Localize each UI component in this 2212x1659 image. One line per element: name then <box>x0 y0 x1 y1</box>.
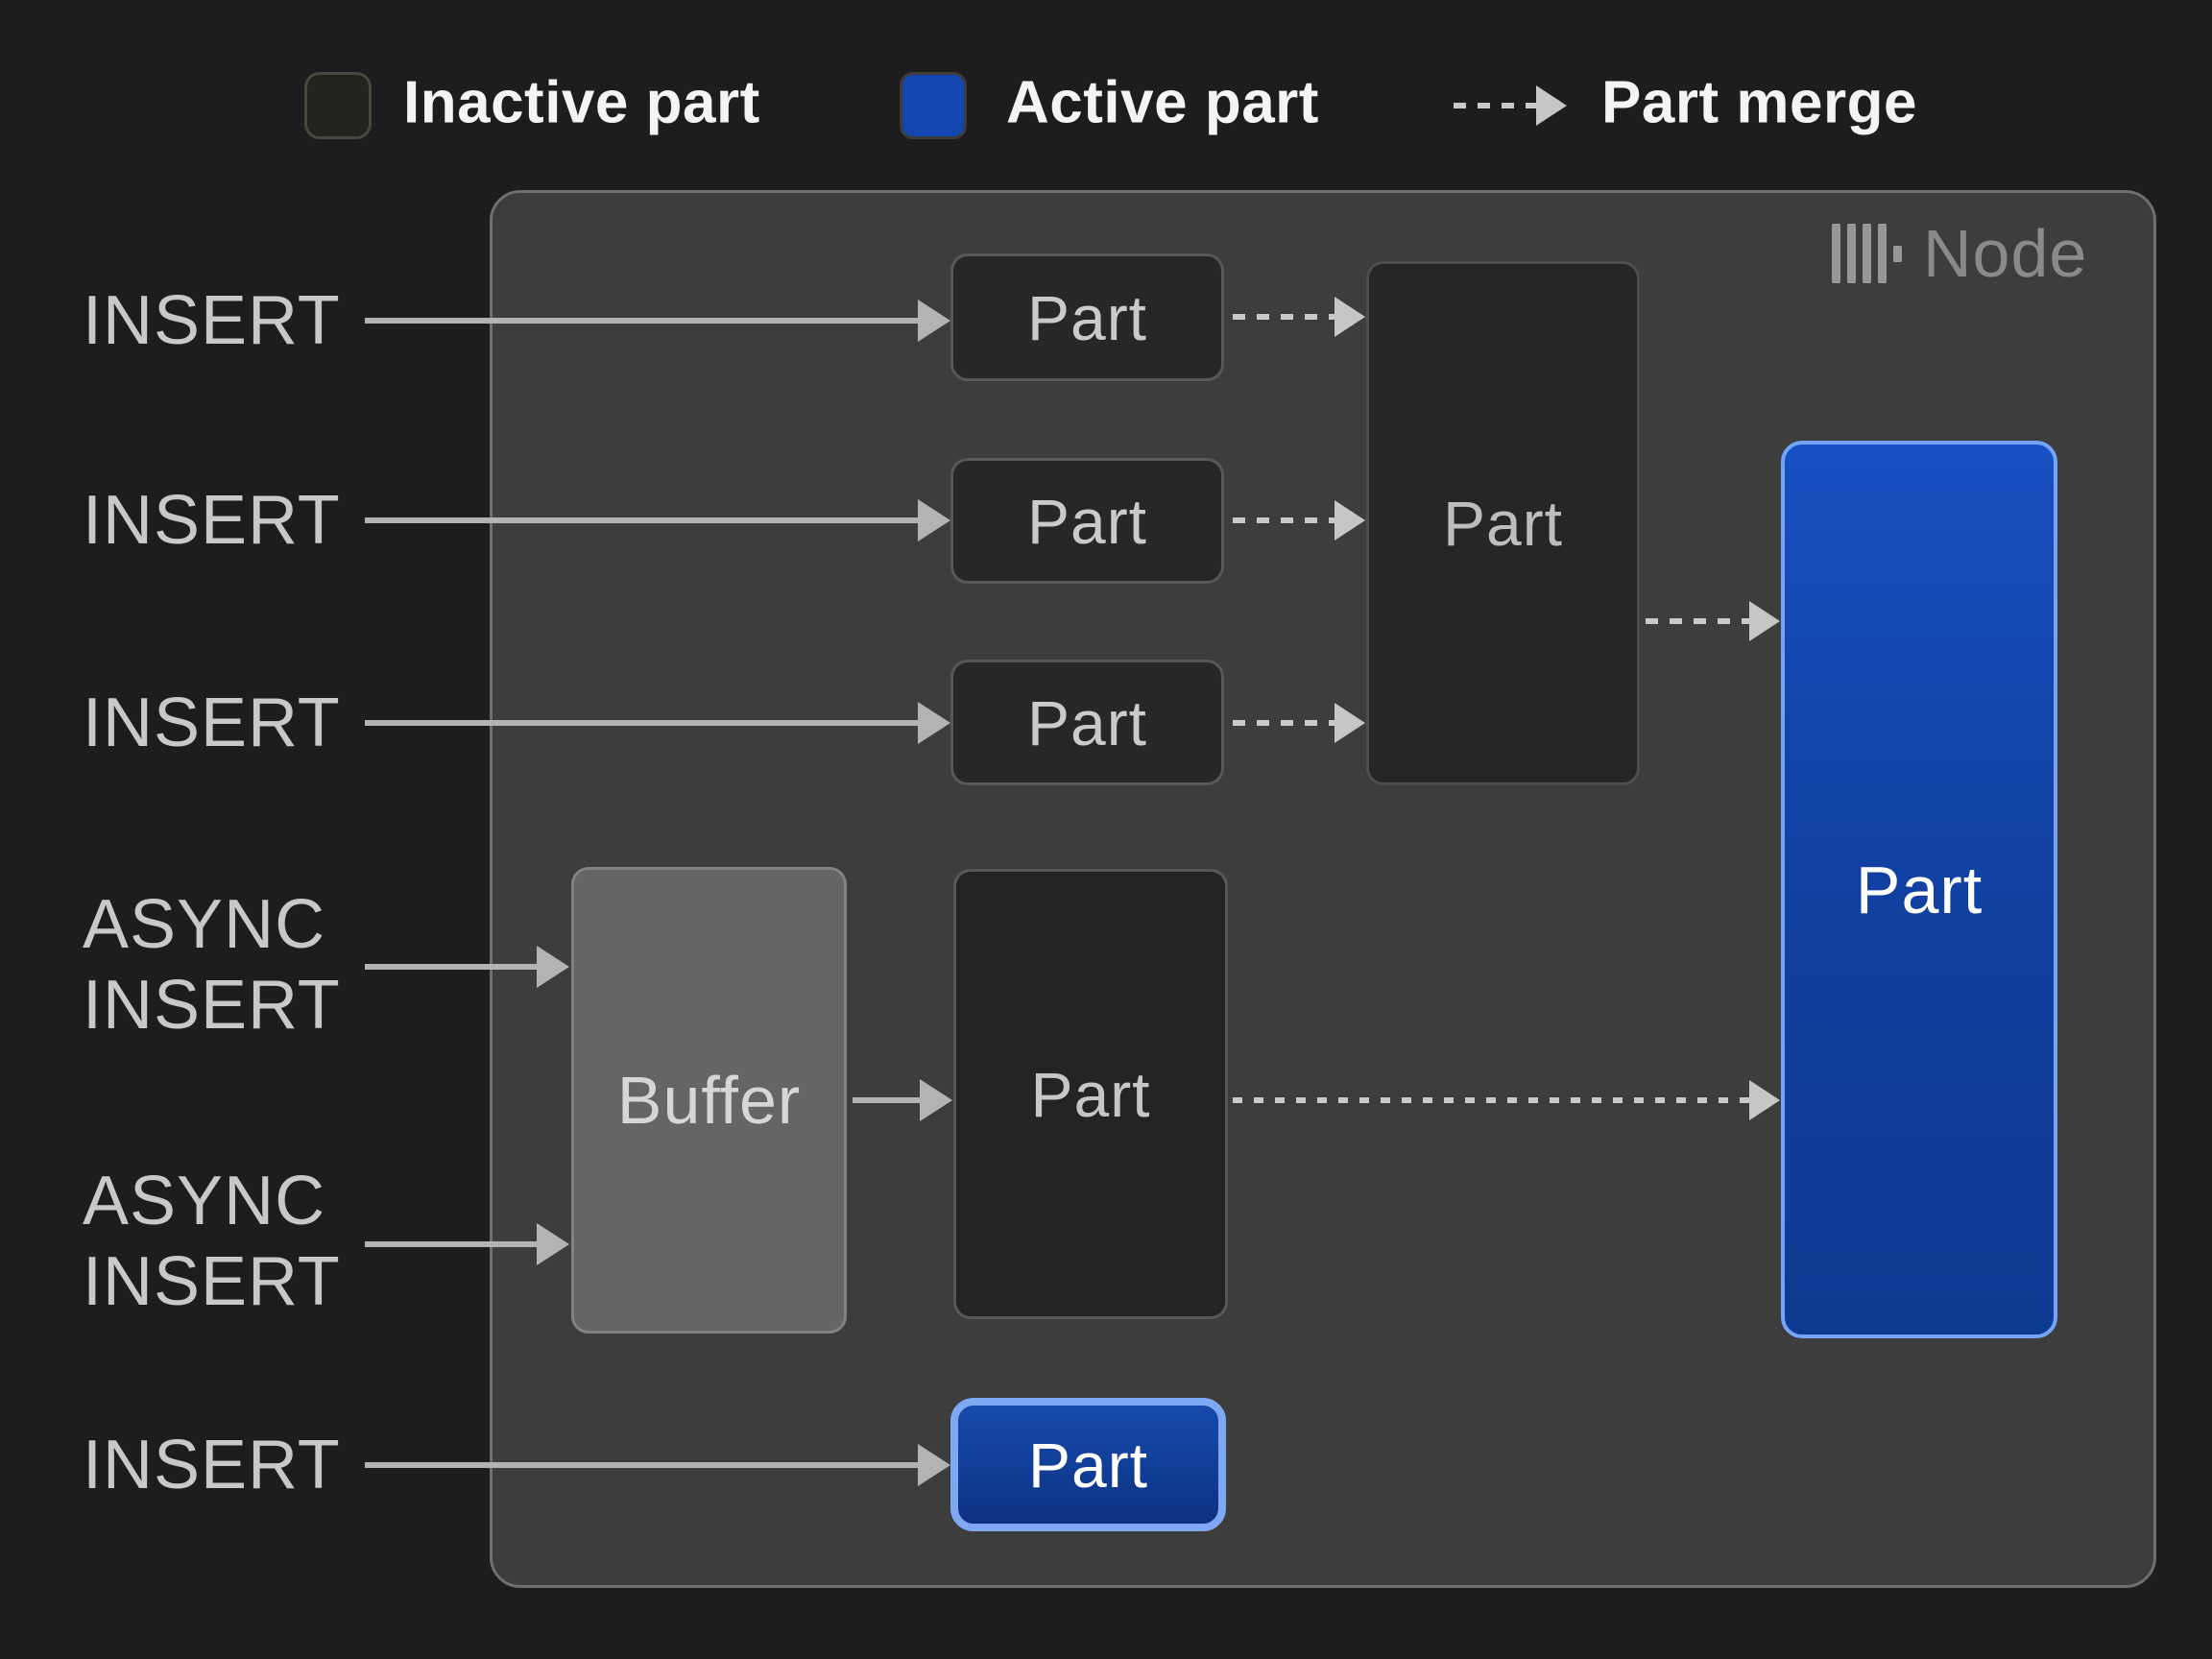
arrow-shaft <box>1646 618 1749 624</box>
part-box-small-2: Part <box>950 458 1224 584</box>
insert-label-bottom: INSERT <box>83 1427 341 1503</box>
async-insert-label-2: ASYNC INSERT <box>83 1163 341 1320</box>
logo-bar <box>1878 224 1887 283</box>
clickhouse-logo-icon <box>1832 224 1902 283</box>
arrow-head <box>918 1444 950 1486</box>
arrow-head <box>1334 297 1365 337</box>
legend-active-part-label: Active part <box>1006 69 1319 136</box>
arrow-shaft <box>365 964 537 970</box>
arrow-head <box>1749 601 1780 641</box>
arrow-shaft <box>1233 1097 1749 1103</box>
legend-part-merge-label: Part merge <box>1601 69 1917 136</box>
buffer-box: Buffer <box>571 867 847 1334</box>
node-title: Node <box>1923 216 2088 291</box>
insert-label-1: INSERT <box>83 282 341 359</box>
legend-active-part-swatch <box>900 72 967 139</box>
insert-label-3: INSERT <box>83 685 341 761</box>
part-box-label: Part <box>1026 281 1148 353</box>
async-insert-label-1: ASYNC INSERT <box>83 886 341 1044</box>
insert-label-2: INSERT <box>83 482 341 559</box>
arrow-head <box>1334 500 1365 541</box>
arrow-shaft <box>365 517 918 523</box>
arrow-shaft <box>365 1241 537 1247</box>
part-box-label: Part <box>1442 488 1564 559</box>
arrow-shaft <box>1233 517 1334 523</box>
part-box-small-3: Part <box>950 660 1224 785</box>
arrow-shaft <box>365 1462 918 1468</box>
part-box-label: Part <box>1855 852 1984 927</box>
logo-bar <box>1863 224 1871 283</box>
arrow-head <box>1749 1080 1780 1120</box>
part-box-label: Part <box>1026 485 1148 557</box>
logo-bar <box>1832 224 1840 283</box>
part-box-buffered: Part <box>953 869 1228 1319</box>
part-box-merged: Part <box>1366 261 1640 785</box>
arrow-head <box>1334 703 1365 743</box>
part-box-small-1: Part <box>950 253 1224 381</box>
part-box-active-small: Part <box>950 1398 1226 1531</box>
legend-inactive-part-label: Inactive part <box>403 69 760 136</box>
arrow-head <box>1536 85 1567 126</box>
buffer-box-label: Buffer <box>616 1063 802 1138</box>
arrow-shaft <box>1233 314 1334 320</box>
arrow-head <box>918 702 950 744</box>
arrow-shaft <box>365 318 918 324</box>
arrow-shaft <box>853 1097 920 1103</box>
arrow-shaft <box>1454 103 1536 108</box>
arrow-head <box>920 1079 952 1121</box>
arrow-head <box>537 946 569 988</box>
part-box-label: Part <box>1030 1058 1151 1130</box>
arrow-head <box>918 300 950 342</box>
part-box-active-large: Part <box>1781 441 2057 1338</box>
logo-bar <box>1847 224 1856 283</box>
arrow-shaft <box>365 720 918 726</box>
part-box-label: Part <box>1026 686 1148 758</box>
arrow-head <box>537 1223 569 1265</box>
logo-bar-short <box>1893 245 1902 262</box>
node-header: Node <box>1832 216 2087 291</box>
arrow-head <box>918 499 950 541</box>
part-box-label: Part <box>1027 1429 1149 1501</box>
arrow-shaft <box>1233 720 1334 726</box>
legend-inactive-part-swatch <box>304 72 372 139</box>
